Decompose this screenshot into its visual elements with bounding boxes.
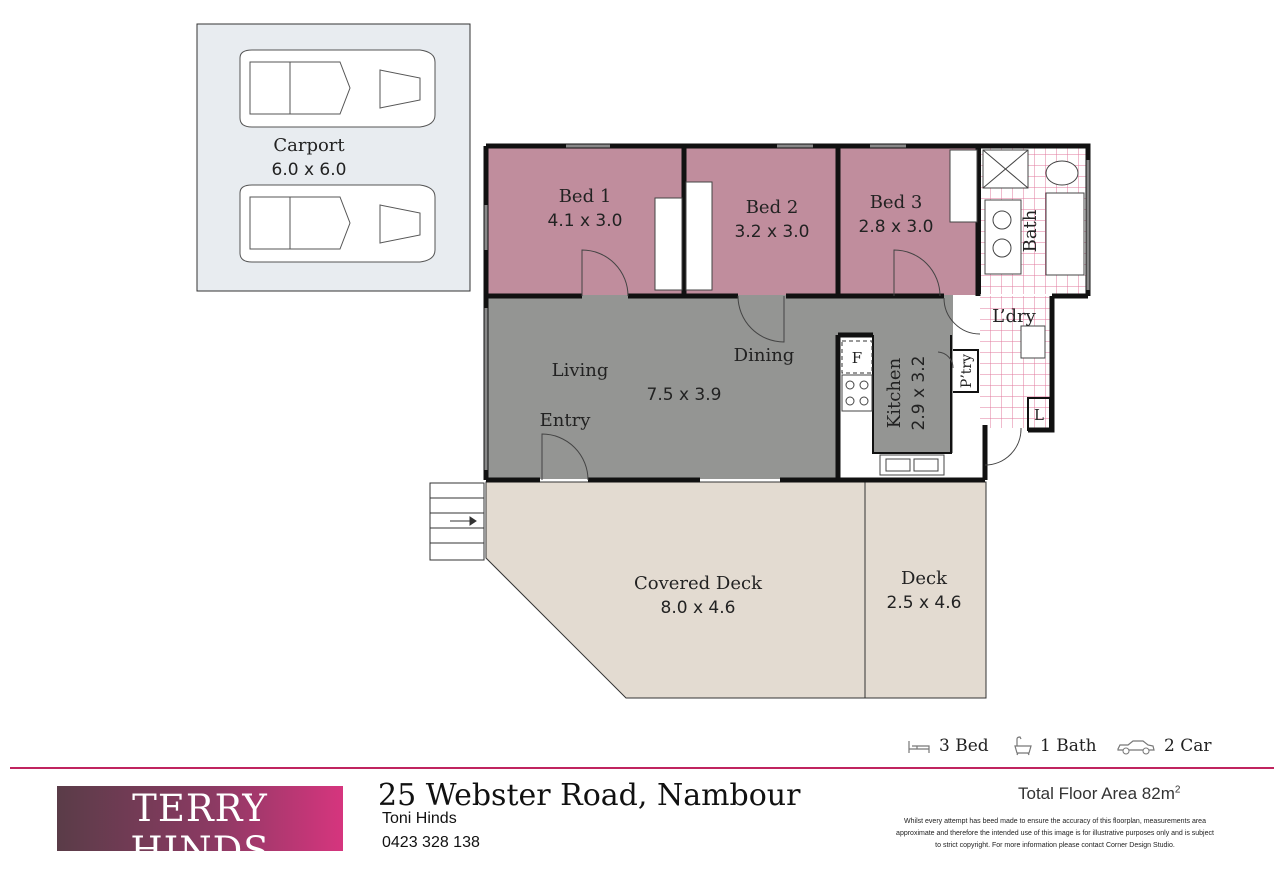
brand-logo: TERRY HINDS REAL ESTATE — [57, 786, 343, 892]
carport-dimensions: 6.0 x 6.0 — [272, 160, 347, 180]
bed2-label: Bed 2 — [746, 197, 799, 218]
carport: Carport 6.0 x 6.0 — [196, 23, 471, 292]
bed3-dimensions: 2.8 x 3.0 — [859, 217, 934, 237]
deck-dimensions: 2.5 x 4.6 — [887, 593, 962, 613]
linen-label: L — [1034, 406, 1044, 424]
disclaimer: Whilst every attempt has beed made to en… — [896, 818, 1214, 849]
kitchen-fixtures — [841, 340, 945, 476]
entry-label: Entry — [540, 410, 592, 431]
bed1-label: Bed 1 — [559, 186, 612, 207]
car-top-icon — [239, 49, 436, 128]
bed2-dimensions: 3.2 x 3.0 — [735, 222, 810, 242]
laundry-floor — [980, 296, 1050, 428]
divider — [10, 767, 1274, 769]
bath-label: Bath — [1020, 209, 1041, 252]
beds-summary: 3 Bed — [907, 736, 989, 756]
living-area — [488, 295, 838, 479]
cars-summary: 2 Car — [1116, 736, 1212, 756]
agent-name: Toni Hinds — [382, 810, 457, 827]
bath-icon — [1014, 736, 1032, 756]
bathroom-fixtures — [982, 149, 1085, 359]
carport-label: Carport — [273, 135, 345, 156]
living-dimensions: 7.5 x 3.9 — [647, 385, 722, 405]
floor-plan: Carport 6.0 x 6.0 — [196, 23, 1091, 699]
cars-count: 2 Car — [1164, 736, 1212, 756]
laundry-label: L’dry — [992, 306, 1036, 327]
agent-phone: 0423 328 138 — [382, 834, 480, 851]
interior-walls — [837, 148, 1051, 480]
total-area-unit: 2 — [1174, 784, 1181, 796]
bed-icon — [908, 741, 930, 753]
deck — [864, 481, 987, 699]
bed3-label: Bed 3 — [870, 192, 923, 213]
baths-count: 1 Bath — [1040, 736, 1097, 756]
living-label: Living — [552, 360, 609, 381]
windows — [484, 144, 1090, 470]
kitchen-dimensions: 2.9 x 3.2 — [909, 356, 929, 431]
kitchen-area — [873, 335, 953, 453]
property-address: 25 Webster Road, Nambour — [378, 778, 801, 813]
stairs — [429, 482, 485, 561]
car-bottom-icon — [239, 184, 436, 263]
logo-line2: REAL ESTATE — [116, 870, 284, 894]
total-floor-area: Total Floor Area 82m2 — [1018, 784, 1180, 804]
doors — [541, 249, 1022, 481]
covered-deck-dimensions: 8.0 x 4.6 — [661, 598, 736, 618]
bedrooms-area — [488, 146, 978, 295]
covered-deck-label: Covered Deck — [634, 573, 763, 594]
total-area-text: Total Floor Area 82m — [1018, 784, 1175, 803]
baths-summary: 1 Bath — [1014, 736, 1097, 756]
beds-count: 3 Bed — [939, 736, 989, 756]
wardrobes — [654, 149, 978, 291]
dining-label: Dining — [734, 345, 795, 366]
pantry-label: P’try — [959, 354, 975, 388]
logo-line1: TERRY HINDS — [130, 787, 270, 872]
kitchen-label: Kitchen — [884, 357, 905, 428]
deck-label: Deck — [901, 568, 948, 589]
dining-extension — [838, 295, 953, 335]
fridge-label: F — [852, 349, 862, 367]
car-icon — [1117, 740, 1155, 755]
bed1-dimensions: 4.1 x 3.0 — [548, 211, 623, 231]
